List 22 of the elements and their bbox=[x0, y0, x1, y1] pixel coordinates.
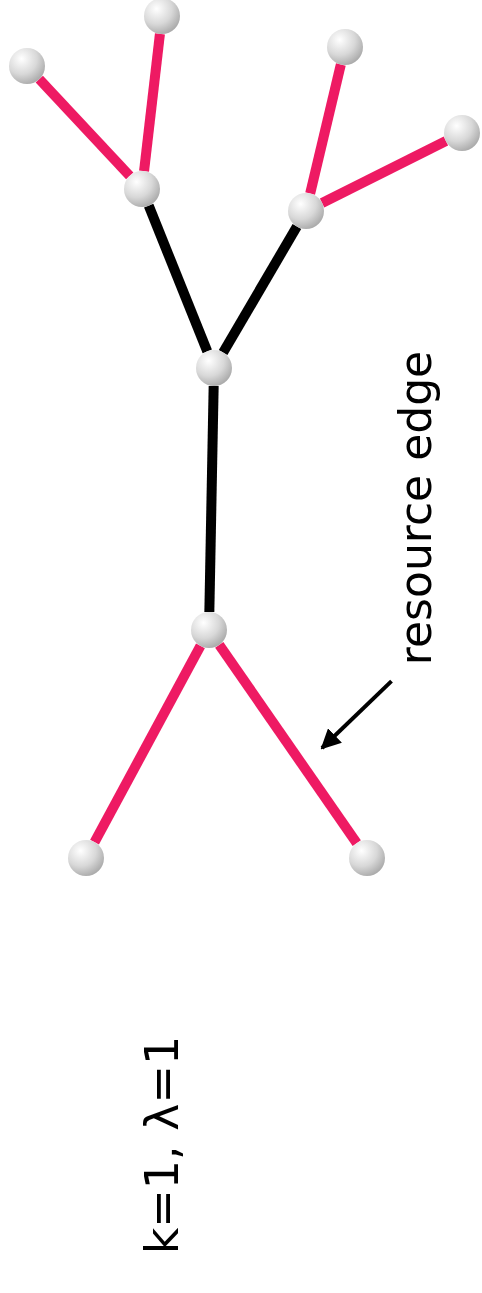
annotation-text: resource edge bbox=[389, 350, 441, 666]
vertex-node bbox=[444, 115, 480, 151]
vertex-node bbox=[327, 29, 363, 65]
parameter-label: k=1, λ=1 bbox=[135, 1035, 189, 1255]
graph-edge bbox=[305, 63, 346, 195]
graph-edge bbox=[215, 641, 361, 847]
graph-edge bbox=[35, 75, 134, 180]
graph-edge bbox=[139, 33, 165, 172]
vertex-node bbox=[196, 350, 232, 386]
graph-edge bbox=[218, 224, 302, 355]
graph-edge bbox=[319, 136, 449, 208]
vertex-node bbox=[144, 0, 180, 34]
leader-arrow bbox=[320, 679, 393, 750]
vertex-node bbox=[9, 48, 45, 84]
graph-edge bbox=[204, 385, 219, 613]
vertex-node bbox=[288, 193, 324, 229]
vertex-node bbox=[68, 840, 104, 876]
vertex-node bbox=[191, 612, 227, 648]
vertex-node bbox=[349, 840, 385, 876]
graph-edge bbox=[90, 643, 205, 845]
graph-edge bbox=[144, 203, 212, 354]
vertex-node bbox=[124, 171, 160, 207]
